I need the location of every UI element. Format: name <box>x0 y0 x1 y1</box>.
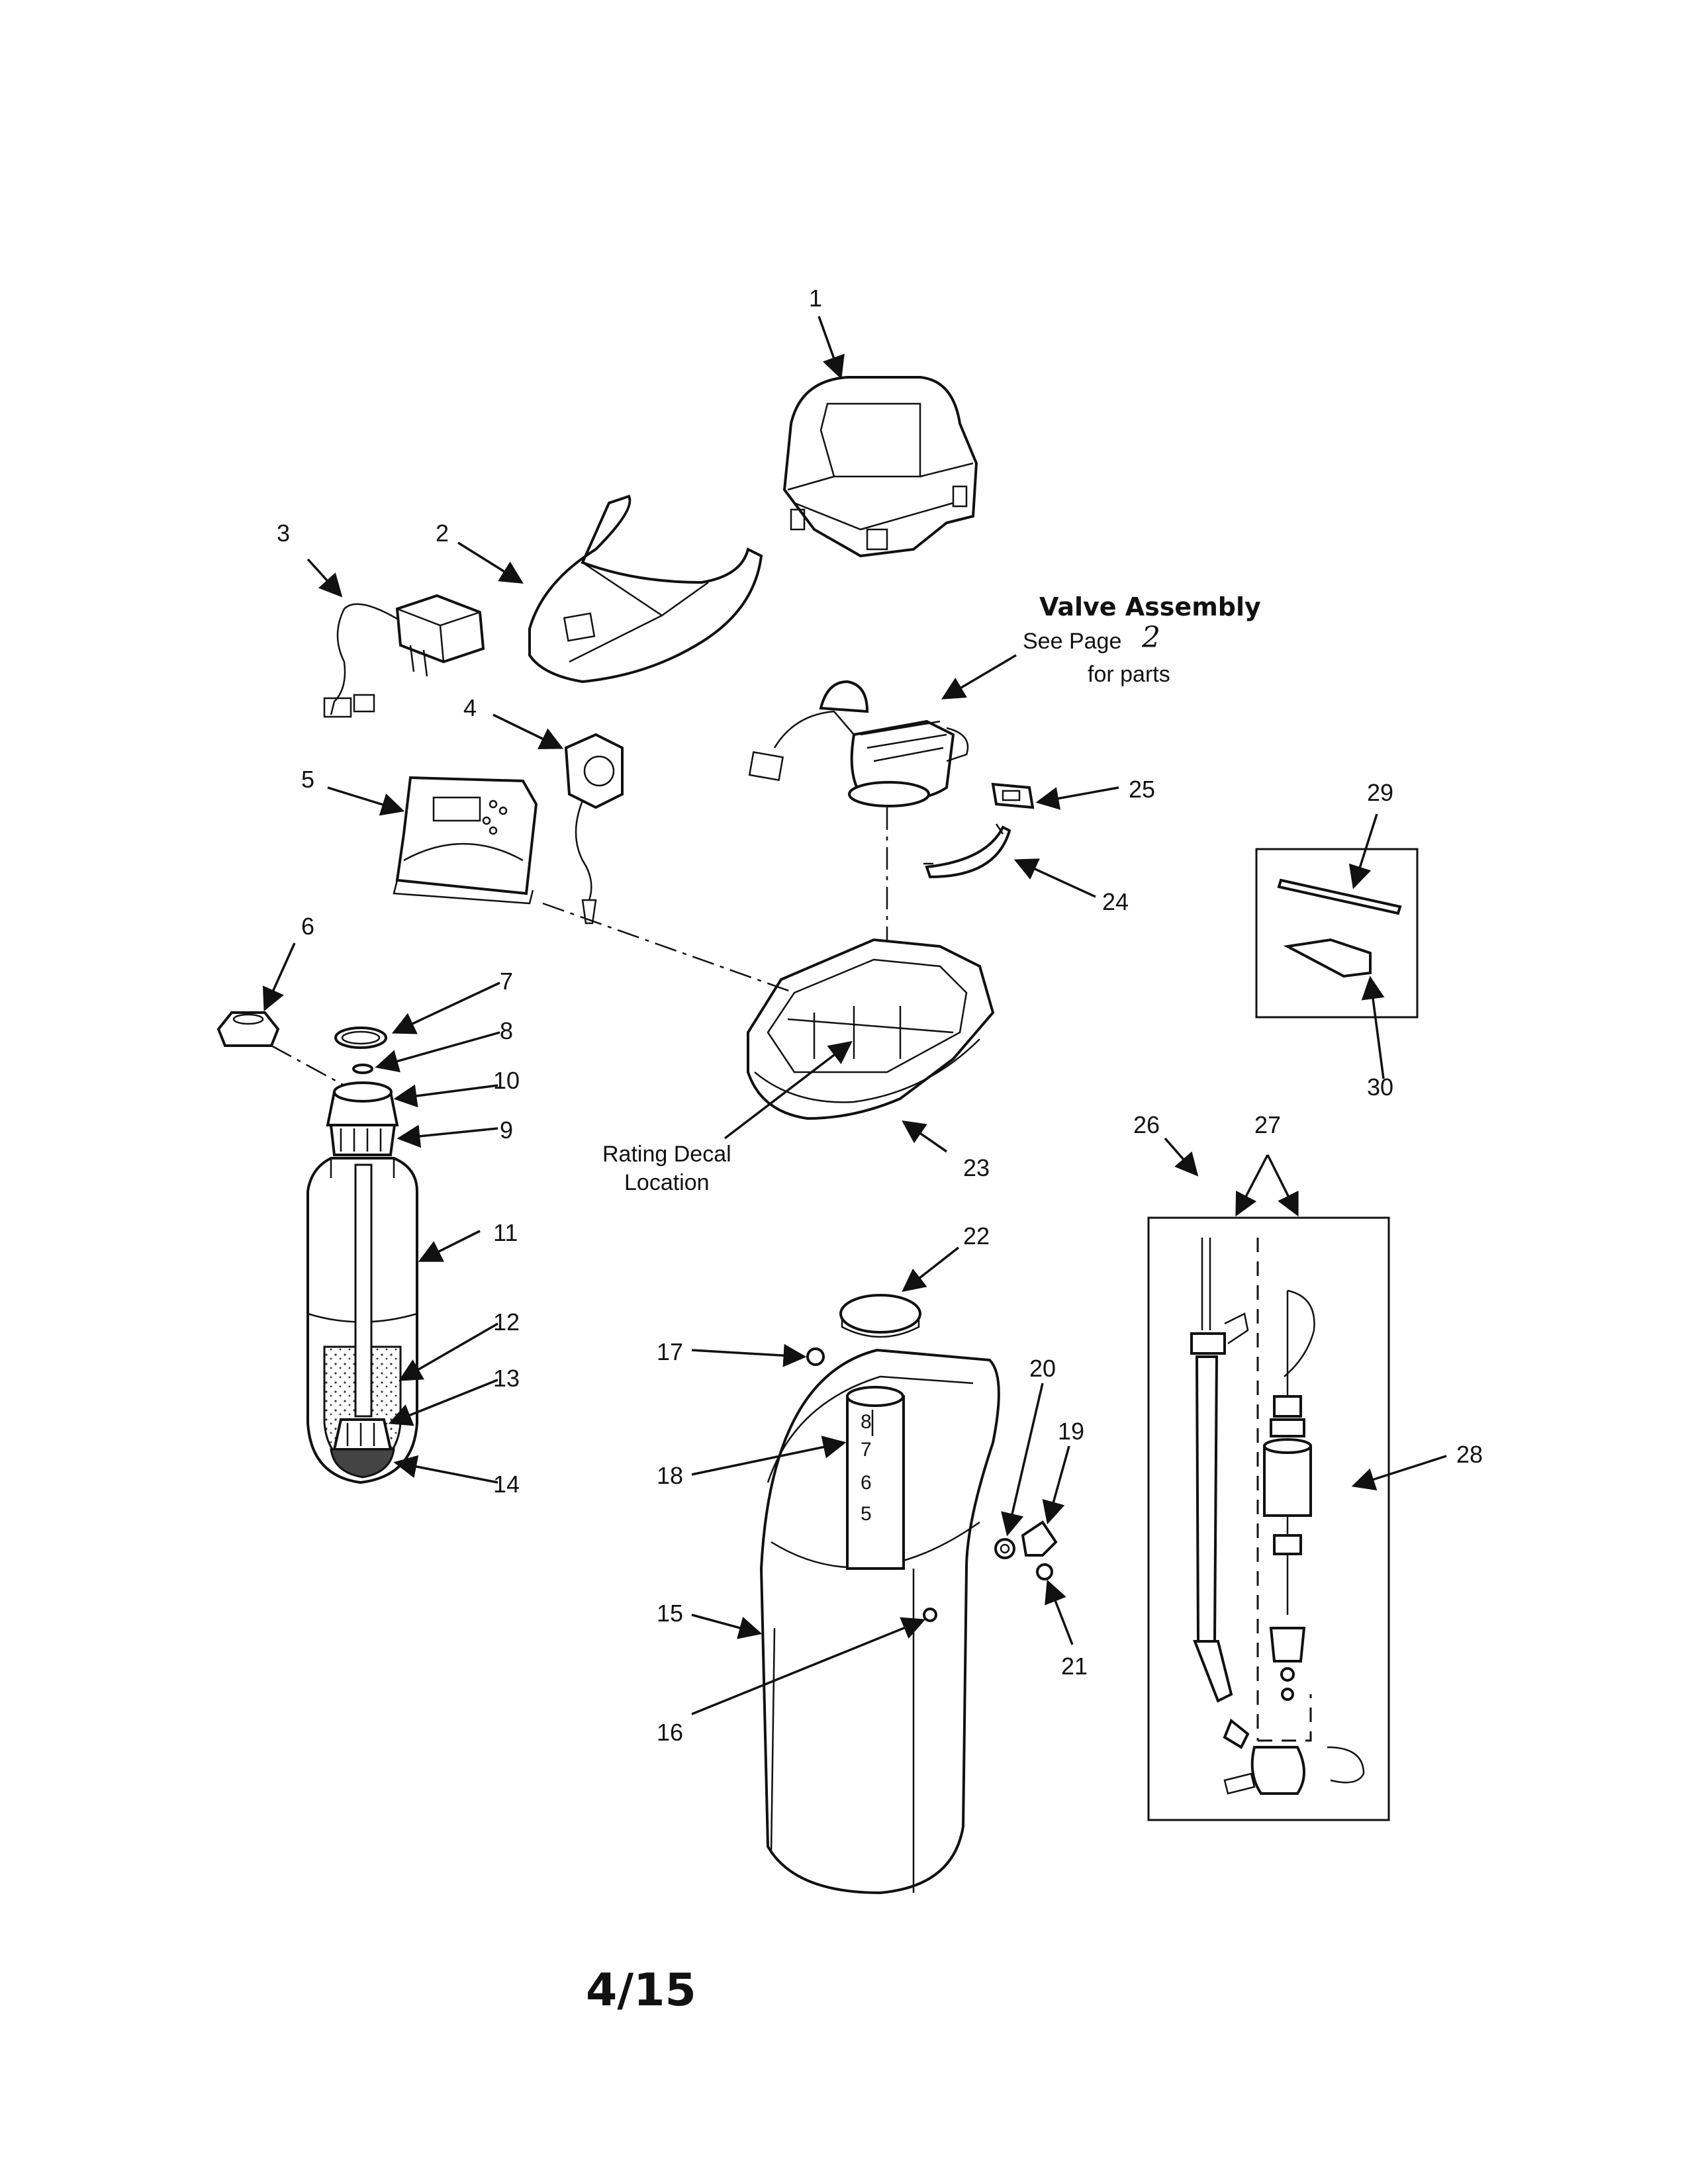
scale-mark-6: 6 <box>861 1472 872 1494</box>
callout-19: 19 <box>1058 1418 1084 1445</box>
part-24-retainer-strap <box>923 823 1011 879</box>
callout-28: 28 <box>1456 1441 1483 1468</box>
callout-25: 25 <box>1129 776 1155 803</box>
part-10-distributor-head <box>326 1081 399 1126</box>
part-13-bottom-distributor <box>332 1418 393 1451</box>
callout-7: 7 <box>500 968 513 995</box>
valve-assembly-note: Valve Assembly See Page 2 for parts <box>1023 592 1261 687</box>
part-16-screw <box>923 1608 937 1622</box>
part-1-top-cover <box>782 376 978 558</box>
part-6-cap <box>216 1011 280 1047</box>
part-22-well-cap <box>839 1294 921 1338</box>
callout-5: 5 <box>301 766 314 793</box>
part-21-clip <box>1036 1563 1053 1580</box>
part-3-power-adapter <box>323 594 485 718</box>
callout-16: 16 <box>657 1719 683 1746</box>
part-30-plate <box>1283 938 1372 978</box>
part-25-clip <box>991 782 1035 809</box>
valve-see-page-prefix: See Page <box>1023 629 1121 654</box>
callout-8: 8 <box>500 1017 513 1044</box>
part-5-control-panel <box>393 776 538 905</box>
part-7-o-ring <box>334 1026 387 1049</box>
callout-6: 6 <box>301 913 314 940</box>
callout-24: 24 <box>1102 888 1129 915</box>
callout-14: 14 <box>493 1471 520 1498</box>
page-number: 4/15 <box>586 1964 696 2017</box>
callout-21: 21 <box>1061 1653 1088 1680</box>
part-29-rod <box>1277 878 1402 915</box>
callout-1: 1 <box>809 285 822 312</box>
valve-assembly-title: Valve Assembly <box>1039 592 1261 621</box>
callout-2: 2 <box>436 520 449 547</box>
part-19-elbow <box>1021 1520 1058 1557</box>
valve-see-page-number: 2 <box>1141 621 1160 655</box>
rating-decal-line1: Rating Decal <box>602 1142 731 1167</box>
callout-15: 15 <box>657 1600 683 1627</box>
scale-mark-8: 8 <box>861 1411 872 1433</box>
callout-9: 9 <box>500 1116 513 1144</box>
part-28-float-assembly <box>1263 1289 1315 1701</box>
callout-11: 11 <box>493 1219 518 1246</box>
callout-30: 30 <box>1367 1073 1393 1101</box>
brine-well-scale: 8 7 6 5 <box>861 1411 872 1525</box>
callout-27: 27 <box>1254 1111 1281 1138</box>
callout-22: 22 <box>963 1222 990 1250</box>
callout-12: 12 <box>493 1308 520 1336</box>
callout-3: 3 <box>277 520 290 547</box>
callout-17: 17 <box>657 1338 683 1365</box>
callout-13: 13 <box>493 1365 520 1392</box>
scale-mark-5: 5 <box>861 1503 872 1525</box>
valve-for-parts: for parts <box>1088 662 1170 687</box>
callout-18: 18 <box>657 1462 683 1489</box>
valve-assembly <box>748 680 969 807</box>
rating-decal-line2: Location <box>624 1170 710 1195</box>
alignment-line-panel-base <box>542 902 795 994</box>
part-17-nut <box>806 1347 825 1366</box>
callout-10: 10 <box>493 1067 520 1094</box>
callout-4: 4 <box>463 694 477 721</box>
part-18-brine-well <box>846 1386 905 1570</box>
leader-arrows <box>262 316 1447 1715</box>
part-9-adapter <box>329 1124 397 1156</box>
callout-29: 29 <box>1367 779 1393 806</box>
part-15-salt-tank <box>759 1348 1000 1895</box>
callout-26: 26 <box>1133 1111 1160 1138</box>
kit-box-29-30 <box>1255 848 1419 1019</box>
rating-decal-note: Rating Decal Location <box>602 1142 731 1195</box>
scale-mark-7: 7 <box>861 1439 872 1461</box>
part-27-brine-valve-assembly <box>1190 1238 1365 1795</box>
alignment-line-cap-head <box>271 1044 345 1087</box>
part-4-motor <box>564 733 624 925</box>
part-2-cover <box>528 494 763 684</box>
part-20-grommet <box>994 1538 1015 1559</box>
part-8-o-ring <box>352 1064 373 1074</box>
part-14-gravel <box>330 1448 395 1479</box>
callout-20: 20 <box>1029 1355 1056 1382</box>
callout-23: 23 <box>963 1154 990 1181</box>
callout-labels: 1 2 3 4 5 6 7 8 9 10 11 12 13 14 15 16 1… <box>277 285 1483 1746</box>
kit-box-27-28 <box>1147 1216 1390 1821</box>
